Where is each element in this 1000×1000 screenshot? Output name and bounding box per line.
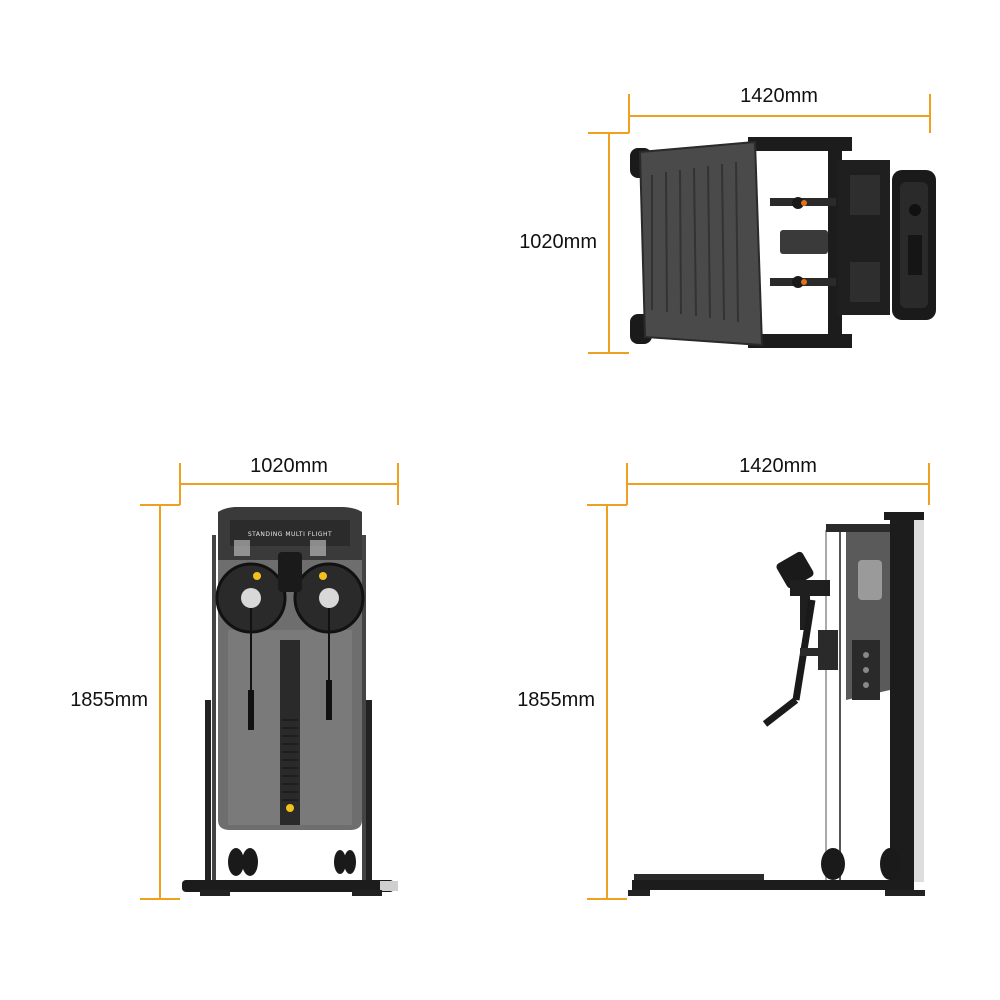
machine-side-view xyxy=(628,512,925,896)
side-view-height-label: 1855mm xyxy=(517,689,595,711)
top-view-depth-label: 1020mm xyxy=(519,231,597,253)
top-view-depth-dimension xyxy=(588,132,629,354)
top-view-width-dimension xyxy=(628,94,931,133)
front-view: 1020mm 1855mm STANDING MULTI FLIGHT xyxy=(70,455,399,900)
side-view: 1420mm 1855mm xyxy=(517,455,930,900)
machine-plate-text: STANDING MULTI FLIGHT xyxy=(248,531,332,538)
side-view-width-dimension xyxy=(626,463,930,505)
side-view-height-dimension xyxy=(587,504,627,900)
front-view-height-dimension xyxy=(140,504,180,900)
front-view-height-label: 1855mm xyxy=(70,689,148,711)
front-view-width-dimension xyxy=(179,463,399,505)
front-view-width-label: 1020mm xyxy=(250,455,328,477)
machine-top-view xyxy=(630,137,936,348)
side-view-width-label: 1420mm xyxy=(739,455,817,477)
top-view-width-label: 1420mm xyxy=(740,85,818,107)
machine-front-view: STANDING MULTI FLIGHT xyxy=(182,507,398,896)
top-view: 1420mm 1020mm xyxy=(519,85,936,354)
